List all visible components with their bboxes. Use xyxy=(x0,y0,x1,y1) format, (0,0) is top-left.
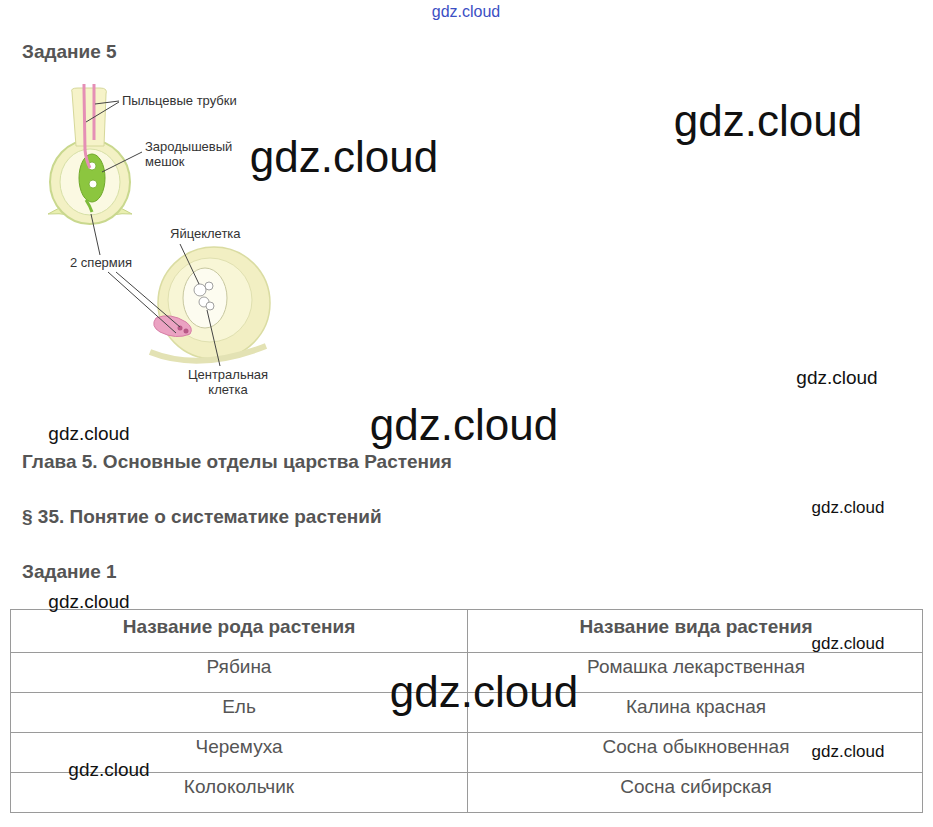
table-cell: Сосна сибирская xyxy=(620,776,771,798)
chapter-heading: Глава 5. Основные отделы царства Растени… xyxy=(22,451,452,473)
integument xyxy=(168,258,252,342)
callout-label: Зародышевый мешок xyxy=(145,140,245,170)
table-cell: Калина красная xyxy=(626,696,766,718)
task-heading: Задание 1 xyxy=(22,561,117,583)
watermark: gdz.cloud xyxy=(812,742,885,762)
watermark: gdz.cloud xyxy=(68,759,149,781)
ovary xyxy=(50,140,130,224)
watermark: gdz.cloud xyxy=(432,3,501,21)
pollen-tube xyxy=(93,90,96,140)
central-cell-nucleus xyxy=(206,302,214,310)
table-cell: Черемуха xyxy=(196,736,283,758)
table-cell: Ромашка лекарственная xyxy=(587,656,805,678)
pollen-tube-zoom xyxy=(154,316,192,337)
watermark: gdz.cloud xyxy=(390,667,578,718)
watermark: gdz.cloud xyxy=(370,400,558,451)
table-grid xyxy=(10,609,923,813)
ovule xyxy=(60,149,120,215)
callout-label: Центральная клетка xyxy=(178,368,278,398)
funiculus xyxy=(150,346,266,361)
synergid xyxy=(205,282,213,290)
watermark: gdz.cloud xyxy=(812,634,885,654)
table-cell: Колокольчик xyxy=(184,776,294,798)
watermark: gdz.cloud xyxy=(250,132,438,183)
micropyle xyxy=(86,200,92,212)
egg-cell-zoom xyxy=(194,284,206,296)
pollen-tube xyxy=(84,90,90,168)
table-header: Название вида растения xyxy=(579,616,812,638)
pollen-tube xyxy=(84,84,94,90)
watermark: gdz.cloud xyxy=(796,367,877,389)
table-header: Название рода растения xyxy=(123,616,356,638)
sperm xyxy=(184,329,189,334)
embryo-sac-zoom xyxy=(183,268,227,328)
callout-label: Яйцеклетка xyxy=(170,227,241,242)
callout-label: 2 спермия xyxy=(70,256,132,271)
table-cell: Рябина xyxy=(207,656,272,678)
watermark: gdz.cloud xyxy=(812,498,885,518)
table-cell: Сосна обыкновенная xyxy=(603,736,790,758)
central-cell xyxy=(89,180,97,188)
watermark: gdz.cloud xyxy=(48,591,129,613)
style xyxy=(72,88,107,146)
task-heading: Задание 5 xyxy=(22,41,117,63)
watermark: gdz.cloud xyxy=(48,423,129,445)
table-cell: Ель xyxy=(222,696,256,718)
embryo-sac xyxy=(79,154,105,202)
callout-label: Пыльцевые трубки xyxy=(122,94,237,109)
section-heading: § 35. Понятие о систематике растений xyxy=(22,506,382,528)
sperm xyxy=(178,326,183,331)
watermark: gdz.cloud xyxy=(674,96,862,147)
